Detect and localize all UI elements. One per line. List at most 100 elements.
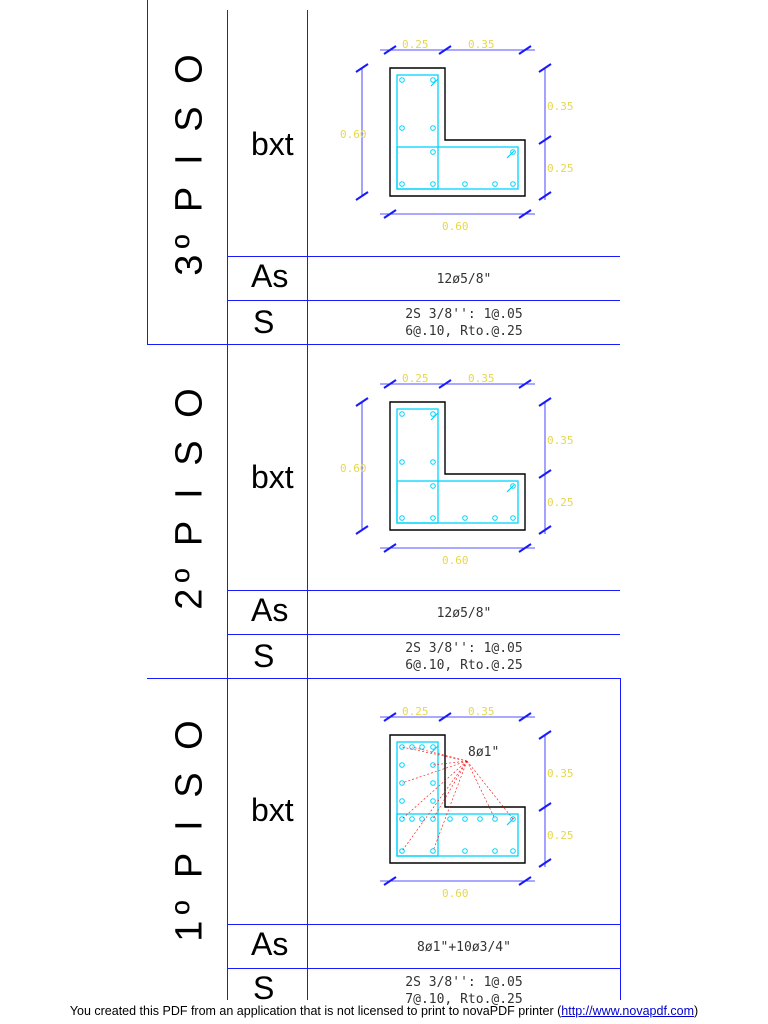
rebar: [510, 483, 516, 489]
stirrup-hook: [430, 78, 515, 159]
rebar: [430, 77, 436, 83]
grid-hline: [227, 256, 620, 257]
dimension-tick: [383, 543, 397, 553]
stirrup: [396, 408, 439, 524]
rebar: [430, 762, 436, 768]
dimension-tick: [518, 876, 532, 886]
stirrup: [396, 74, 439, 190]
rebar: [430, 744, 436, 750]
rebar: [447, 816, 453, 822]
dim-top-left: 0.25: [402, 705, 429, 718]
dimension-tick: [538, 135, 552, 145]
rebar: [430, 780, 436, 786]
rebar: [399, 515, 405, 521]
rebar: [409, 816, 415, 822]
s-value-line-1: 2S 3/8'': 1@.05: [405, 307, 523, 322]
dimension-tick: [538, 525, 552, 535]
as-label: As: [251, 926, 289, 962]
novapdf-link[interactable]: http://www.novapdf.com: [561, 1004, 694, 1018]
s-value-line-2: 6@.10, Rto.@.25: [405, 324, 523, 339]
grid-hline: [147, 678, 620, 679]
dim-top-right: 0.35: [468, 372, 495, 385]
rebar: [399, 798, 405, 804]
callout-leader: [432, 760, 468, 766]
dimension-tick: [538, 63, 552, 73]
drawing-sheet: 3º P I S O bxt As S 12ø5/8" 2S 3/8'': 1@…: [147, 0, 621, 1007]
as-label: As: [251, 258, 289, 294]
s-label: S: [253, 970, 275, 1006]
dimension-tick: [383, 209, 397, 219]
stirrup: [396, 813, 519, 857]
rebar: [510, 848, 516, 854]
dim-top-right: 0.35: [468, 38, 495, 51]
rebar: [430, 181, 436, 187]
dimension-tick: [538, 191, 552, 201]
stirrup: [396, 146, 519, 190]
column-outline: [389, 67, 526, 197]
rebar: [399, 780, 405, 786]
dimension-tick: [355, 191, 369, 201]
rebar: [419, 816, 425, 822]
rebar: [492, 515, 498, 521]
rebar: [462, 816, 468, 822]
rebar: [430, 411, 436, 417]
bxt-label: bxt: [251, 459, 294, 495]
dimension-tick: [518, 379, 532, 389]
callout-leader: [401, 746, 468, 762]
rebar: [399, 848, 405, 854]
dim-top-left: 0.25: [402, 38, 429, 51]
stirrup-hook: [430, 412, 515, 493]
stirrup: [396, 480, 519, 524]
rebar: [510, 515, 516, 521]
footer-suffix: ): [694, 1004, 699, 1018]
rebar: [510, 181, 516, 187]
rebar: [430, 149, 436, 155]
s-label: S: [253, 638, 275, 674]
dimension-tick: [438, 712, 452, 722]
dimension-tick: [383, 45, 397, 55]
grid-vline-floor-left: [147, 0, 148, 344]
grid-hline: [227, 968, 620, 969]
bxt-label: bxt: [251, 792, 294, 828]
rebar: [399, 125, 405, 131]
dimension-tick: [538, 858, 552, 868]
dimension-tick: [518, 209, 532, 219]
dimension-tick: [438, 45, 452, 55]
callout-leader: [466, 760, 496, 820]
callout-leader: [432, 760, 468, 852]
rebar: [510, 149, 516, 155]
dim-right-top: 0.35: [547, 100, 574, 113]
grid-hline: [147, 344, 620, 345]
rebar: [477, 816, 483, 822]
s-value-line-2: 6@.10, Rto.@.25: [405, 658, 523, 673]
rebar: [399, 762, 405, 768]
rebar: [492, 816, 498, 822]
dim-bottom: 0.60: [442, 887, 469, 900]
rebar: [462, 848, 468, 854]
rebar: [399, 411, 405, 417]
rebar: [492, 181, 498, 187]
grid-vline-right: [620, 678, 621, 1000]
dimension-tick: [438, 379, 452, 389]
dimension-tick: [518, 45, 532, 55]
rebar: [510, 816, 516, 822]
dim-right-bottom: 0.25: [547, 829, 574, 842]
dimension-tick: [355, 63, 369, 73]
s-value-line-1: 2S 3/8'': 1@.05: [405, 641, 523, 656]
rebar: [462, 515, 468, 521]
dim-left: 0.60: [340, 462, 367, 475]
footer-text: You created this PDF from an application…: [69, 1004, 562, 1018]
grid-vline-label-col: [227, 10, 228, 1000]
column-outline: [389, 734, 526, 864]
dimension-tick: [383, 876, 397, 886]
grid-hline: [227, 300, 620, 301]
callout-leader: [401, 760, 468, 852]
callout-leader: [411, 746, 468, 762]
rebar: [430, 798, 436, 804]
rebar: [399, 816, 405, 822]
